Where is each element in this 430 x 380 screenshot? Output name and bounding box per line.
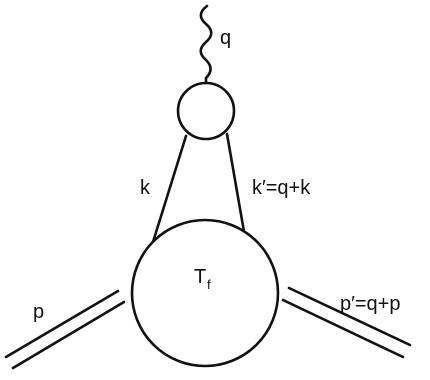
label-k-prime: k′=q+k xyxy=(252,177,311,199)
line-k xyxy=(151,134,188,244)
incoming-line-outer xyxy=(11,300,126,370)
label-k: k xyxy=(140,177,151,199)
upper-blob xyxy=(176,81,236,141)
label-outgoing: p′=q+p xyxy=(340,293,400,315)
label-tf-main: T xyxy=(194,266,206,288)
incoming-line-inner xyxy=(4,289,120,359)
label-tf-sub: f xyxy=(207,277,211,292)
label-photon: q xyxy=(220,27,231,49)
photon-line xyxy=(199,4,213,84)
label-incoming: p xyxy=(33,301,44,323)
main-blob xyxy=(130,218,280,368)
line-k-prime xyxy=(225,132,248,245)
outgoing-line-inner xyxy=(281,298,405,359)
outgoing-line-outer xyxy=(287,286,412,347)
